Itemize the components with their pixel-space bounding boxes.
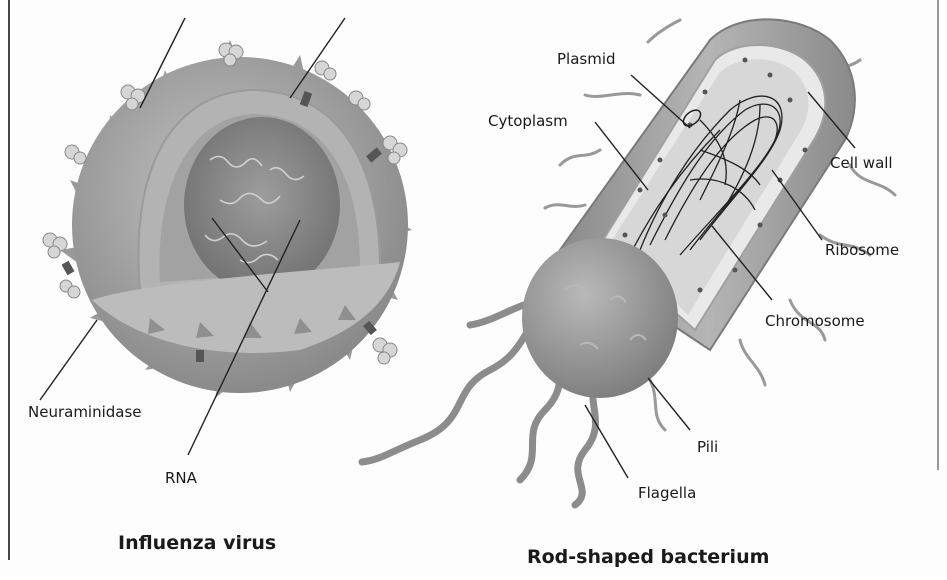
virus-rna-core — [184, 117, 340, 293]
label-plasmid: Plasmid — [557, 50, 616, 68]
label-rna: RNA — [165, 469, 198, 487]
influenza-virus-illustration — [40, 18, 412, 455]
label-cell-wall: Cell wall — [830, 154, 893, 172]
label-ribosome: Ribosome — [825, 241, 899, 259]
label-pili: Pili — [697, 438, 718, 456]
label-neuraminidase: Neuraminidase — [28, 403, 142, 421]
label-flagella: Flagella — [638, 484, 696, 502]
label-cytoplasm: Cytoplasm — [488, 112, 568, 130]
bacterium-end-cap — [522, 238, 678, 398]
rod-bacterium-illustration — [362, 19, 895, 505]
caption-rod-shaped-bacterium: Rod-shaped bacterium — [527, 546, 769, 568]
label-chromosome: Chromosome — [765, 312, 865, 330]
caption-influenza-virus: Influenza virus — [118, 532, 276, 554]
